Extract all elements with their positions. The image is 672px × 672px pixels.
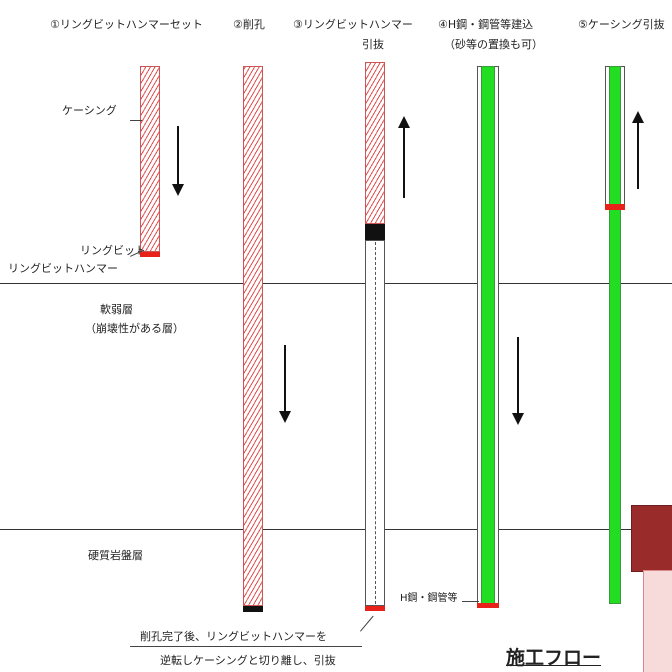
soft-layer-boundary-line <box>0 283 672 284</box>
note-underline <box>130 646 362 647</box>
center-line-step3 <box>375 242 376 604</box>
casing-step1 <box>140 66 160 252</box>
casing-leader-line <box>130 120 142 121</box>
h-steel-step4 <box>481 66 495 606</box>
ring-bit-step3 <box>365 606 385 611</box>
step-3-label-line2: 引抜 <box>362 38 384 51</box>
note-line-1: 削孔完了後、リングビットハンマーを <box>140 630 327 643</box>
hard-layer-boundary-line <box>0 529 672 530</box>
note-line-2: 逆転しケーシングと切り離し、引抜 <box>160 654 336 667</box>
callout-box-dark <box>631 505 672 572</box>
flow-title: 施工フロー <box>506 647 602 669</box>
casing-step2 <box>243 66 263 606</box>
step-4-label: ④H鋼・鋼管等建込 <box>438 18 534 31</box>
note-leader-line <box>360 615 374 632</box>
ring-bit-label: リングビット <box>80 244 146 257</box>
step-1-label: ①リングビットハンマーセット <box>50 18 203 31</box>
soft-layer-label: 軟弱層 <box>100 303 133 316</box>
ring-bit-step5 <box>605 204 625 210</box>
ring-bit-step1 <box>140 252 160 257</box>
step-2-label: ②削孔 <box>233 18 265 31</box>
callout-box-light <box>643 570 672 672</box>
casing-label: ケーシング <box>62 104 117 117</box>
step-4-label-line2: （砂等の置換も可） <box>444 38 543 51</box>
ring-bit-hammer-label: リングビットハンマー <box>8 262 118 275</box>
h-steel-step5 <box>609 66 621 604</box>
soft-layer-sublabel: （崩壊性がある層） <box>85 322 184 335</box>
ring-bit-hammer-step3 <box>365 224 385 240</box>
h-steel-label: H鋼・鋼管等 <box>400 593 458 604</box>
step-5-label: ⑤ケーシング引抜 <box>578 18 665 31</box>
ring-bit-hammer-rod-step3 <box>365 62 385 224</box>
ring-bit-step4 <box>477 603 499 608</box>
ring-bit-hammer-step2 <box>243 606 263 612</box>
h-steel-leader-line <box>462 601 479 602</box>
step-3-label: ③リングビットハンマー <box>293 18 413 31</box>
hard-layer-label: 硬質岩盤層 <box>88 549 143 562</box>
